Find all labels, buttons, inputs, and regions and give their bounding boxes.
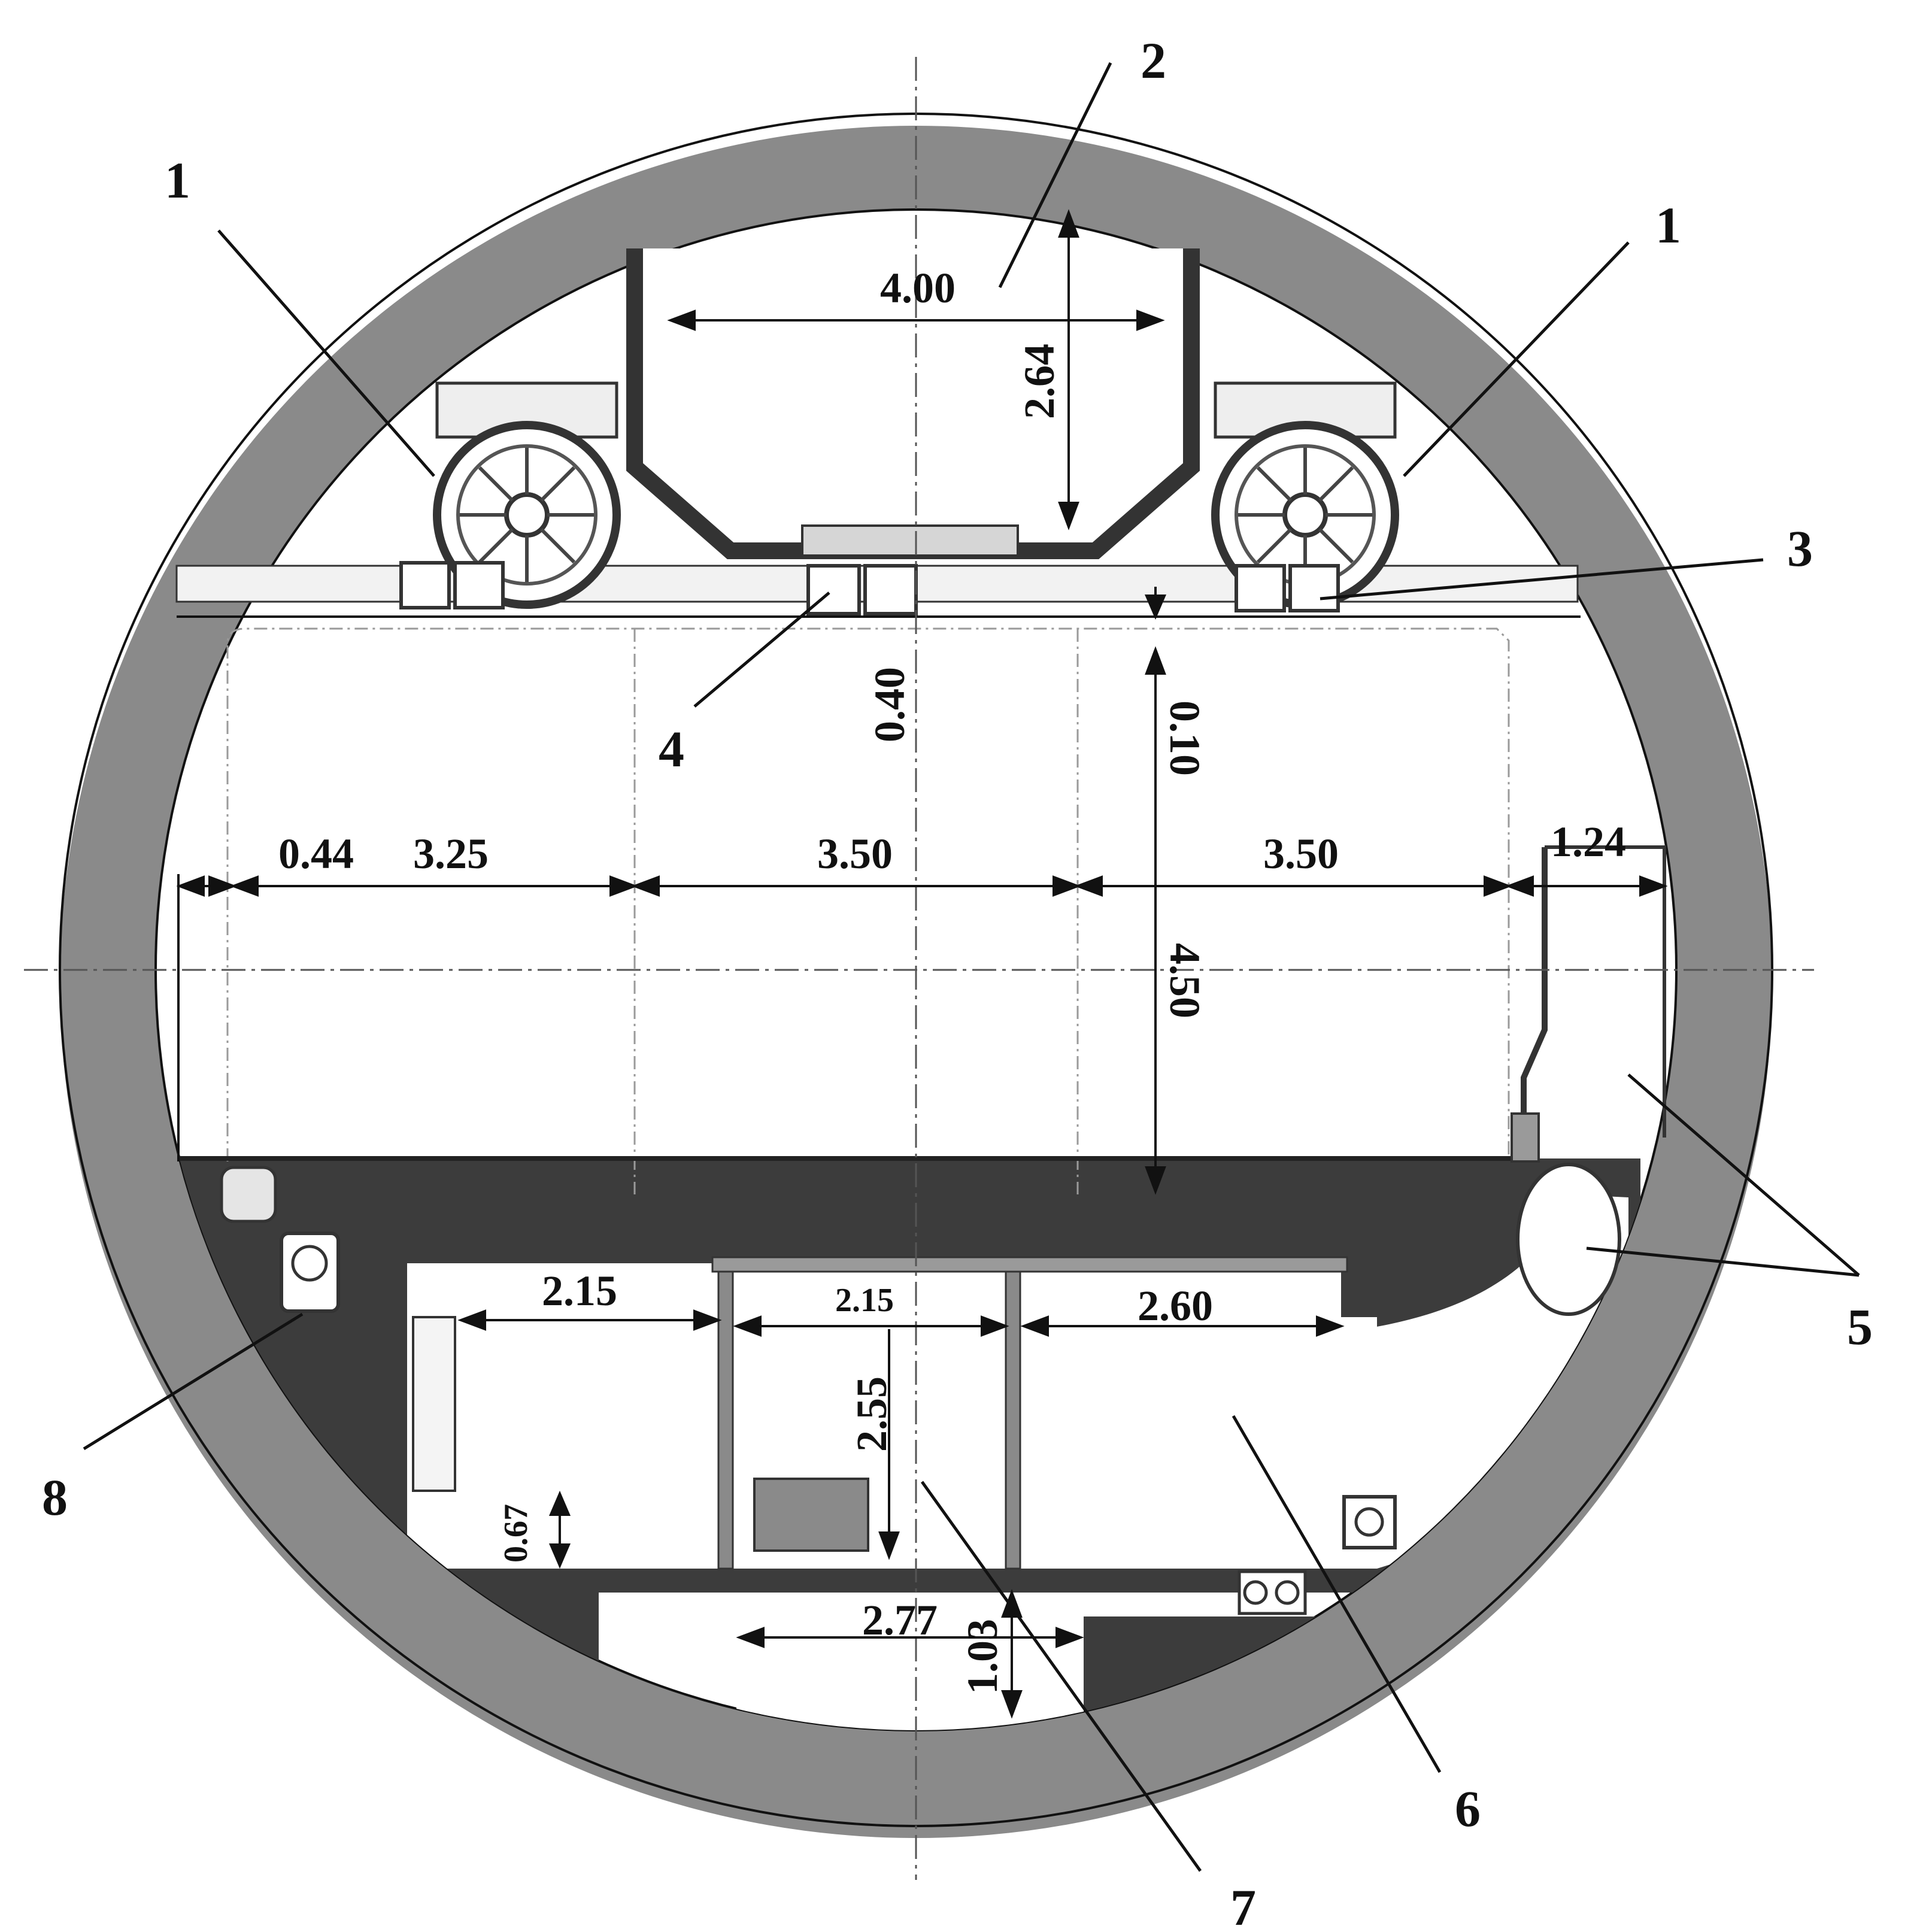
- partition-left: [717, 1262, 734, 1570]
- right-fan-blades: [1238, 448, 1372, 582]
- callout-duct: 2: [1141, 32, 1166, 89]
- dim-service-walk: 1.24: [1551, 818, 1626, 866]
- callout-left-fan: 1: [165, 151, 190, 209]
- callout-right-pipe: 3: [1787, 520, 1813, 577]
- room-right: [1006, 1194, 1628, 1569]
- dim-gap-under-truck: 0.40: [866, 667, 914, 742]
- bottom-pipes: [1238, 1570, 1307, 1615]
- room-ceiling: [711, 1256, 1348, 1273]
- dim-step-height: 0.67: [498, 1504, 535, 1563]
- left-fan-rim: [456, 444, 597, 586]
- dim-room-height: 2.55: [848, 1376, 896, 1452]
- right-drain: [1342, 1495, 1397, 1549]
- left-fan-blades: [460, 448, 594, 582]
- duct-base: [801, 524, 1019, 557]
- leader-lines: [83, 62, 1860, 1872]
- bottom-pipe-b: [1275, 1580, 1300, 1605]
- escape-tube: [1516, 1163, 1621, 1316]
- dim-room-left-width: 2.15: [542, 1267, 617, 1315]
- dim-truck-width: 4.00: [880, 264, 956, 312]
- bottom-pipe-a: [1243, 1580, 1268, 1605]
- left-pipes: [399, 561, 505, 609]
- callout-ventilation-room: 6: [1455, 1780, 1481, 1837]
- center-pipes: [806, 564, 918, 615]
- clearance-envelope: [226, 627, 1510, 1161]
- dim-road-height: 4.50: [1161, 943, 1209, 1018]
- service-walk-frame: [1545, 845, 1666, 1138]
- callout-escape-tube: 5: [1847, 1298, 1873, 1355]
- right-fan-hub: [1282, 492, 1328, 538]
- left-cabinet: [412, 1316, 456, 1492]
- dim-lane-left: 3.25: [413, 830, 489, 878]
- left-drain: [220, 1166, 277, 1223]
- dim-bottom-width: 2.77: [862, 1596, 938, 1644]
- callout-cable-pipe: 8: [42, 1469, 68, 1526]
- right-pipes: [1235, 564, 1340, 612]
- cable-pipe-core: [291, 1245, 328, 1282]
- bench: [753, 1478, 869, 1552]
- left-fan-hub: [504, 492, 550, 538]
- dim-bottom-height: 1.03: [959, 1619, 1006, 1694]
- dimension-lines: [176, 209, 1668, 1719]
- bottom-slab: [407, 1569, 1377, 1593]
- dim-lane-right: 3.50: [1263, 830, 1339, 878]
- dim-left-margin: 0.44: [278, 830, 354, 878]
- callout-service-room: 7: [1230, 1879, 1256, 1932]
- dim-room-mid-width: 2.15: [835, 1282, 894, 1319]
- dim-lane-middle: 3.50: [817, 830, 893, 878]
- dim-clearance-top: 0.10: [1161, 700, 1209, 776]
- right-drain-core: [1354, 1507, 1384, 1537]
- dim-truck-height: 2.64: [1015, 344, 1063, 419]
- service-walk-rail: [1521, 847, 1548, 1126]
- right-fan: [1211, 381, 1399, 609]
- left-fan: [433, 381, 621, 609]
- cable-pipe: [280, 1232, 340, 1313]
- callout-right-fan: 1: [1655, 196, 1681, 254]
- callout-center-pipe: 4: [659, 720, 684, 778]
- substructure: [180, 1158, 1640, 1730]
- bottom-gallery: [736, 1599, 1084, 1730]
- dim-room-right-width: 2.60: [1138, 1282, 1213, 1330]
- partition-right: [1005, 1262, 1021, 1570]
- valve-box: [1511, 1112, 1540, 1163]
